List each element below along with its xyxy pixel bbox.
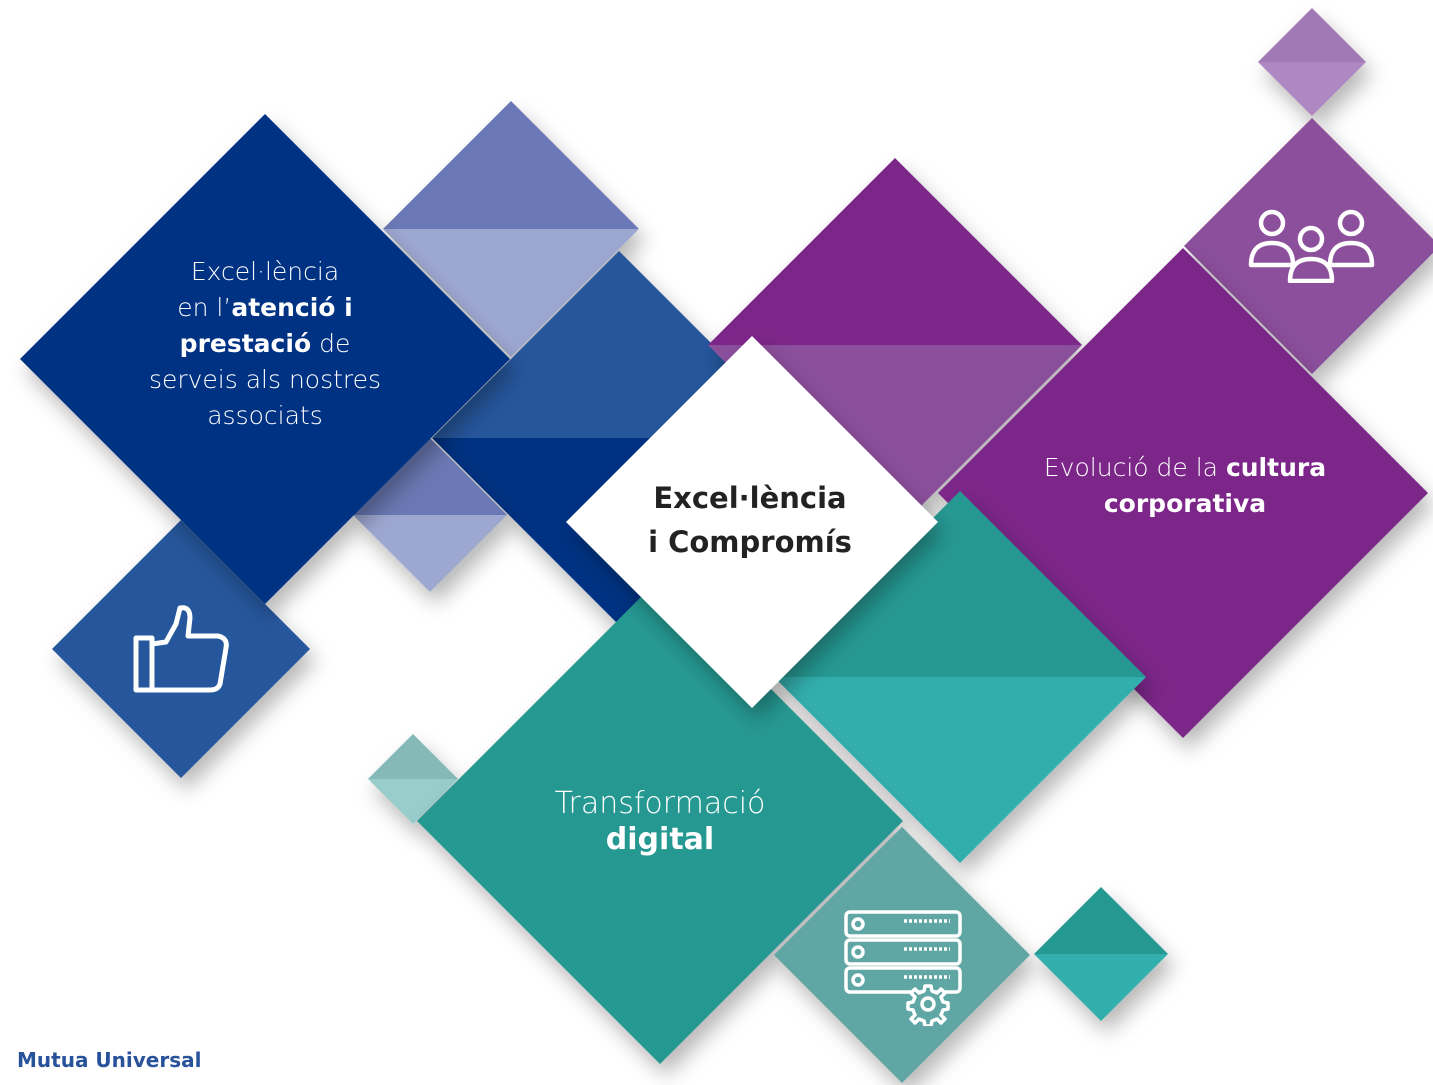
- purple-line-2-bold: corporativa: [1103, 489, 1267, 518]
- teal-grey-icon-diamond: [774, 827, 1030, 1083]
- thumbs-up-icon: [133, 605, 229, 693]
- periwinkle-diamond-back: [383, 101, 639, 357]
- purple-line-1-bold: cultura: [1225, 453, 1327, 482]
- blue-line-4: serveis als nostres: [148, 365, 382, 394]
- center-title: Excel·lència i Compromís: [600, 476, 900, 564]
- blue-line-1: Excel·lència: [190, 257, 340, 286]
- purple-line-1: Evolució de la cultura: [1015, 450, 1355, 486]
- teal-diamond-small-left: [368, 734, 458, 824]
- periwinkle-diamond-small: [353, 438, 507, 592]
- center-line-2: i Compromís: [648, 525, 852, 559]
- teal-diamond-small-right: [1034, 887, 1168, 1021]
- blue-line-3: prestació de: [120, 326, 410, 362]
- server-gear-icon: [844, 910, 962, 1026]
- purple-icon-diamond: [1184, 118, 1433, 374]
- digital-transformation-label: Transformació digital: [505, 786, 815, 858]
- people-group-icon: [1248, 209, 1375, 283]
- service-excellence-label: Excel·lència en l’atenció i prestació de…: [120, 254, 410, 434]
- blue-line-3-post: de: [311, 329, 351, 358]
- teal-line-1: Transformació: [554, 786, 766, 821]
- corporate-culture-label: Evolució de la cultura corporativa: [1015, 450, 1355, 522]
- teal-diamond-main: [417, 578, 903, 1064]
- center-white-diamond: [566, 336, 938, 708]
- purple-line-1-pre: Evolució de la: [1043, 453, 1226, 482]
- lavender-diamond-small: [1258, 8, 1366, 116]
- teal-line-2-bold: digital: [605, 822, 715, 857]
- blue-line-3-bold: prestació: [179, 329, 312, 358]
- blue-line-2-pre: en l’: [177, 293, 232, 322]
- blue-line-2: en l’atenció i: [120, 290, 410, 326]
- center-line-1: Excel·lència: [653, 481, 847, 515]
- teal-diamond-right: [774, 491, 1146, 863]
- dark-blue-diamond-main: [20, 114, 510, 604]
- footer-brand: Mutua Universal: [17, 1048, 202, 1072]
- blue-line-2-bold: atenció i: [231, 293, 353, 322]
- blue-line-5: associats: [207, 401, 323, 430]
